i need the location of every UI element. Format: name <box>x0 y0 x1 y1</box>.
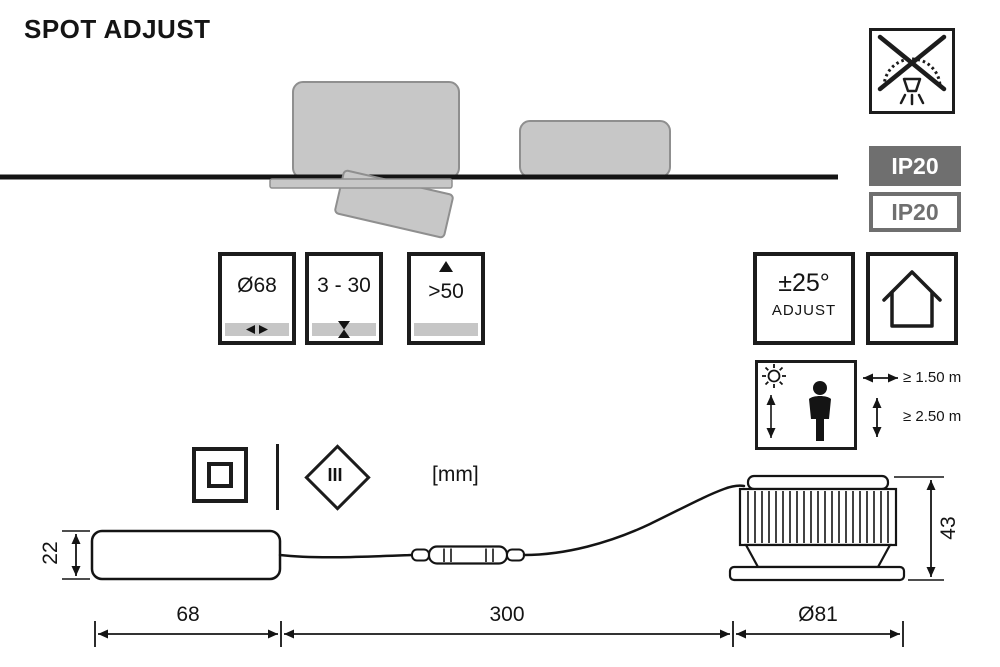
ceiling-strip-icon <box>414 261 478 336</box>
ceiling-thickness-value: 3 - 30 <box>317 274 371 297</box>
spotlight-body <box>728 474 906 582</box>
cable-left <box>278 553 414 559</box>
sun-icon <box>762 364 786 388</box>
trim-flange <box>269 178 453 189</box>
dimension-spot-diameter-label: Ø81 <box>798 603 838 626</box>
icon-divider <box>276 444 279 510</box>
page-title: SPOT ADJUST <box>24 14 211 44</box>
min-height-label: ≥ 2.50 m <box>903 408 962 425</box>
dimension-spot-height <box>894 476 944 581</box>
recessed-mounting-icon-inner <box>207 462 233 488</box>
cable-connector <box>411 545 525 565</box>
do-not-cover-icon <box>869 28 955 114</box>
ceiling-thickness-box: 3 - 30 <box>305 252 383 345</box>
ip-rating-badge-driver: IP20 <box>869 192 961 232</box>
driver-box <box>90 529 282 581</box>
recessed-mounting-icon <box>192 447 248 503</box>
dimension-cable-length-label: 300 <box>489 603 525 626</box>
dimension-driver-height-label: 22 <box>39 541 62 565</box>
recess-depth-value: >50 <box>428 280 464 303</box>
protection-class-value: III <box>327 464 343 485</box>
cutout-diameter-value: Ø68 <box>237 274 277 297</box>
indoor-use-box <box>866 252 958 345</box>
ceiling-strip-icon <box>312 321 376 338</box>
units-label: [mm] <box>432 463 479 486</box>
cutout-diameter-box: Ø68 <box>218 252 296 345</box>
dimension-bottom-chain <box>94 621 904 647</box>
cable-right <box>522 484 746 557</box>
min-distance-label: ≥ 1.50 m <box>903 369 962 386</box>
ceiling-installation-drawing <box>0 81 838 239</box>
product-drawing <box>62 474 944 647</box>
tilt-angle-label: ADJUST <box>771 302 837 319</box>
ceiling-strip-icon <box>225 323 289 336</box>
dimension-driver-length-label: 68 <box>176 603 200 626</box>
person-icon <box>809 381 831 441</box>
tilt-angle-box: ±25° ADJUST <box>753 252 855 345</box>
heatsink-fins <box>747 491 889 543</box>
mounting-distance-arrows <box>863 373 898 437</box>
dimension-spot-height-label: 43 <box>937 516 960 540</box>
recess-depth-box: >50 <box>407 252 485 345</box>
protection-class-icon: III <box>304 444 371 511</box>
house-icon <box>882 270 942 328</box>
dimension-driver-height <box>62 530 90 580</box>
tilt-angle-value: ±25° <box>778 269 830 297</box>
mounting-height-box <box>755 360 857 450</box>
ip-rating-badge-luminaire: IP20 <box>869 146 961 186</box>
